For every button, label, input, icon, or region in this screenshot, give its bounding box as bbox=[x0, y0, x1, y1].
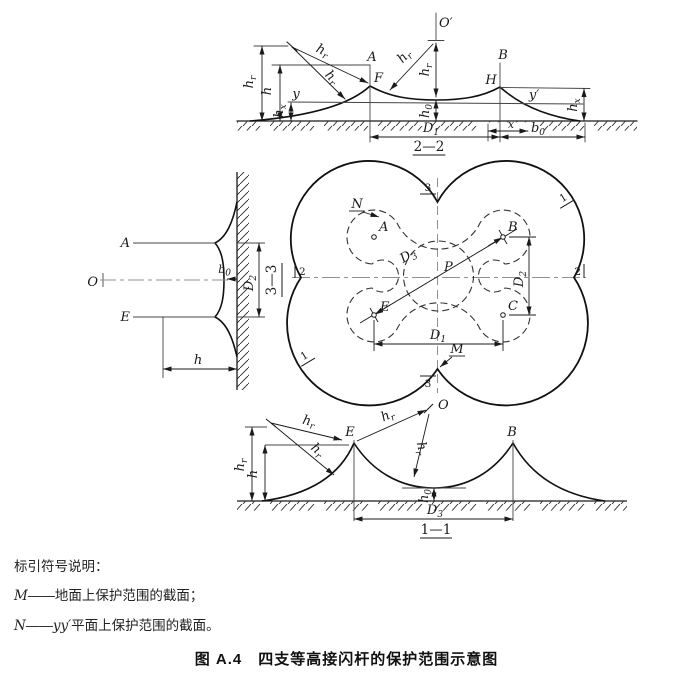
O-tick bbox=[423, 403, 434, 414]
sphere-center-tick bbox=[286, 41, 298, 52]
label-y: y bbox=[291, 87, 300, 102]
legend-dash: —— bbox=[25, 618, 53, 633]
section-1-1: O E B hr hr hr hr hr h h0 D3 1—1 bbox=[233, 398, 627, 539]
legend-yy-prime: yy′ bbox=[52, 618, 72, 634]
legend-text-M: 地面上保护范围的截面； bbox=[54, 588, 204, 603]
label-hr: hr bbox=[233, 458, 250, 471]
hr-radius-E-to-O bbox=[356, 409, 427, 442]
label-D2: D2 bbox=[242, 275, 259, 292]
label-h0: h0 bbox=[418, 104, 435, 118]
rod-point-B bbox=[500, 234, 506, 240]
label-D2: D2 bbox=[512, 271, 529, 288]
central-protection-circle bbox=[402, 240, 475, 312]
N-leader-line bbox=[362, 211, 380, 218]
label-O: O bbox=[438, 398, 449, 413]
label-P: P bbox=[443, 260, 453, 275]
ground-hatch-1-1 bbox=[237, 501, 627, 511]
label-y-prime: y′ bbox=[528, 88, 539, 103]
rod-point-E bbox=[371, 312, 377, 318]
label-A: A bbox=[366, 50, 376, 65]
hr-radius-to-E-peak bbox=[270, 422, 343, 441]
section-marker-2-left: 2 bbox=[299, 266, 306, 278]
section-marker-2-right: 2 bbox=[574, 266, 581, 278]
label-E: E bbox=[120, 310, 131, 325]
label-h: h bbox=[194, 353, 202, 368]
label-hr: hr bbox=[242, 75, 259, 88]
label-D1: D1 bbox=[429, 328, 446, 345]
label-h0: h0 bbox=[417, 489, 434, 503]
label-A: A bbox=[378, 220, 388, 235]
label-B: B bbox=[507, 220, 518, 235]
section-marker-1-bottom-left: 1 bbox=[299, 349, 316, 367]
section-title-3-3: 3—3 bbox=[264, 265, 280, 296]
legend-text-N: 平面上保护范围的截面。 bbox=[71, 618, 220, 633]
label-H: H bbox=[484, 73, 497, 88]
label-A: A bbox=[120, 236, 130, 251]
label-x: x bbox=[508, 118, 515, 131]
section-marker-1-top-right: 1 bbox=[558, 191, 575, 209]
plan-view: A B C E P N M D1 D2 D3 3 3 2 2 1 1 bbox=[286, 160, 589, 407]
yy-plane-boundary-N bbox=[346, 209, 531, 343]
section-3-3: A E O b0 D2 h 3—3 bbox=[87, 172, 283, 390]
label-hr: hr bbox=[320, 68, 341, 90]
label-N: N bbox=[350, 197, 363, 212]
label-b0: b0 bbox=[218, 263, 231, 279]
label-b0: b0 bbox=[531, 121, 545, 138]
label-E: E bbox=[344, 425, 355, 440]
label-hr: hr bbox=[411, 440, 431, 457]
wall-hatch bbox=[237, 172, 249, 390]
rod-point-C bbox=[500, 312, 506, 318]
legend-symbol-N: N bbox=[14, 618, 26, 634]
lightning-rod-protection-diagram: O′ A B F H y y′ x hr h hx hr hr hr hr h0… bbox=[87, 12, 638, 539]
legend-item-M: M——地面上保护范围的截面； bbox=[14, 581, 220, 611]
label-O-prime: O′ bbox=[439, 16, 453, 31]
label-M: M bbox=[449, 342, 464, 357]
label-hx: hx bbox=[272, 104, 289, 117]
label-D3: D3 bbox=[397, 245, 421, 269]
label-hx: hx bbox=[566, 98, 583, 111]
D3-arrow-to-E bbox=[374, 304, 391, 315]
section-marker-3-top: 3 bbox=[425, 182, 432, 194]
svg-text:1: 1 bbox=[299, 349, 311, 363]
label-h: h bbox=[260, 87, 275, 95]
label-E: E bbox=[379, 300, 390, 315]
label-F: F bbox=[373, 71, 384, 86]
label-O: O bbox=[87, 275, 98, 290]
label-hr: hr bbox=[306, 440, 327, 462]
label-D1: D1 bbox=[422, 121, 439, 138]
legend-title: 标引符号说明： bbox=[14, 559, 109, 574]
label-D3: D3 bbox=[426, 503, 443, 520]
label-C: C bbox=[508, 299, 518, 314]
D3-arrow-to-B bbox=[487, 237, 503, 247]
legend-dash: —— bbox=[27, 588, 55, 603]
section-2-2: O′ A B F H y y′ x hr h hx hr hr hr hr h0… bbox=[236, 12, 638, 156]
legend-item-N: N——yy′平面上保护范围的截面。 bbox=[14, 611, 220, 641]
hr-radius-arrow-to-curve-left bbox=[291, 46, 346, 100]
ground-hatch-2-2 bbox=[237, 121, 637, 131]
hr-radius-to-curve-1-1 bbox=[270, 422, 335, 476]
svg-text:1: 1 bbox=[558, 191, 570, 205]
hr-radius-arrow-from-O-prime bbox=[389, 43, 434, 91]
label-hr: hr bbox=[395, 46, 417, 67]
figure-caption: 图 A.4 四支等高接闪杆的保护范围示意图 bbox=[194, 651, 499, 668]
label-h: h bbox=[246, 470, 261, 478]
legend-symbol-M: M bbox=[14, 588, 28, 604]
hr-radius-arrow-to-F bbox=[291, 46, 369, 84]
label-B: B bbox=[497, 48, 508, 63]
label-hr: hr bbox=[313, 41, 332, 62]
section-marker-3-bottom: 3 bbox=[425, 378, 432, 390]
section-title-1-1: 1—1 bbox=[421, 522, 452, 538]
rod-point-A bbox=[371, 234, 377, 240]
section-title-2-2: 2—2 bbox=[414, 139, 445, 155]
peak-level-line bbox=[499, 87, 591, 89]
ground-protection-boundary-M bbox=[286, 160, 589, 407]
hr-radius-O-to-sag bbox=[413, 413, 430, 478]
label-B: B bbox=[506, 425, 517, 440]
label-hr: hr bbox=[300, 413, 317, 433]
legend: 标引符号说明： M——地面上保护范围的截面； N——yy′平面上保护范围的截面。 bbox=[14, 552, 220, 641]
M-leader-line bbox=[439, 356, 453, 368]
label-hr: hr bbox=[418, 63, 435, 76]
